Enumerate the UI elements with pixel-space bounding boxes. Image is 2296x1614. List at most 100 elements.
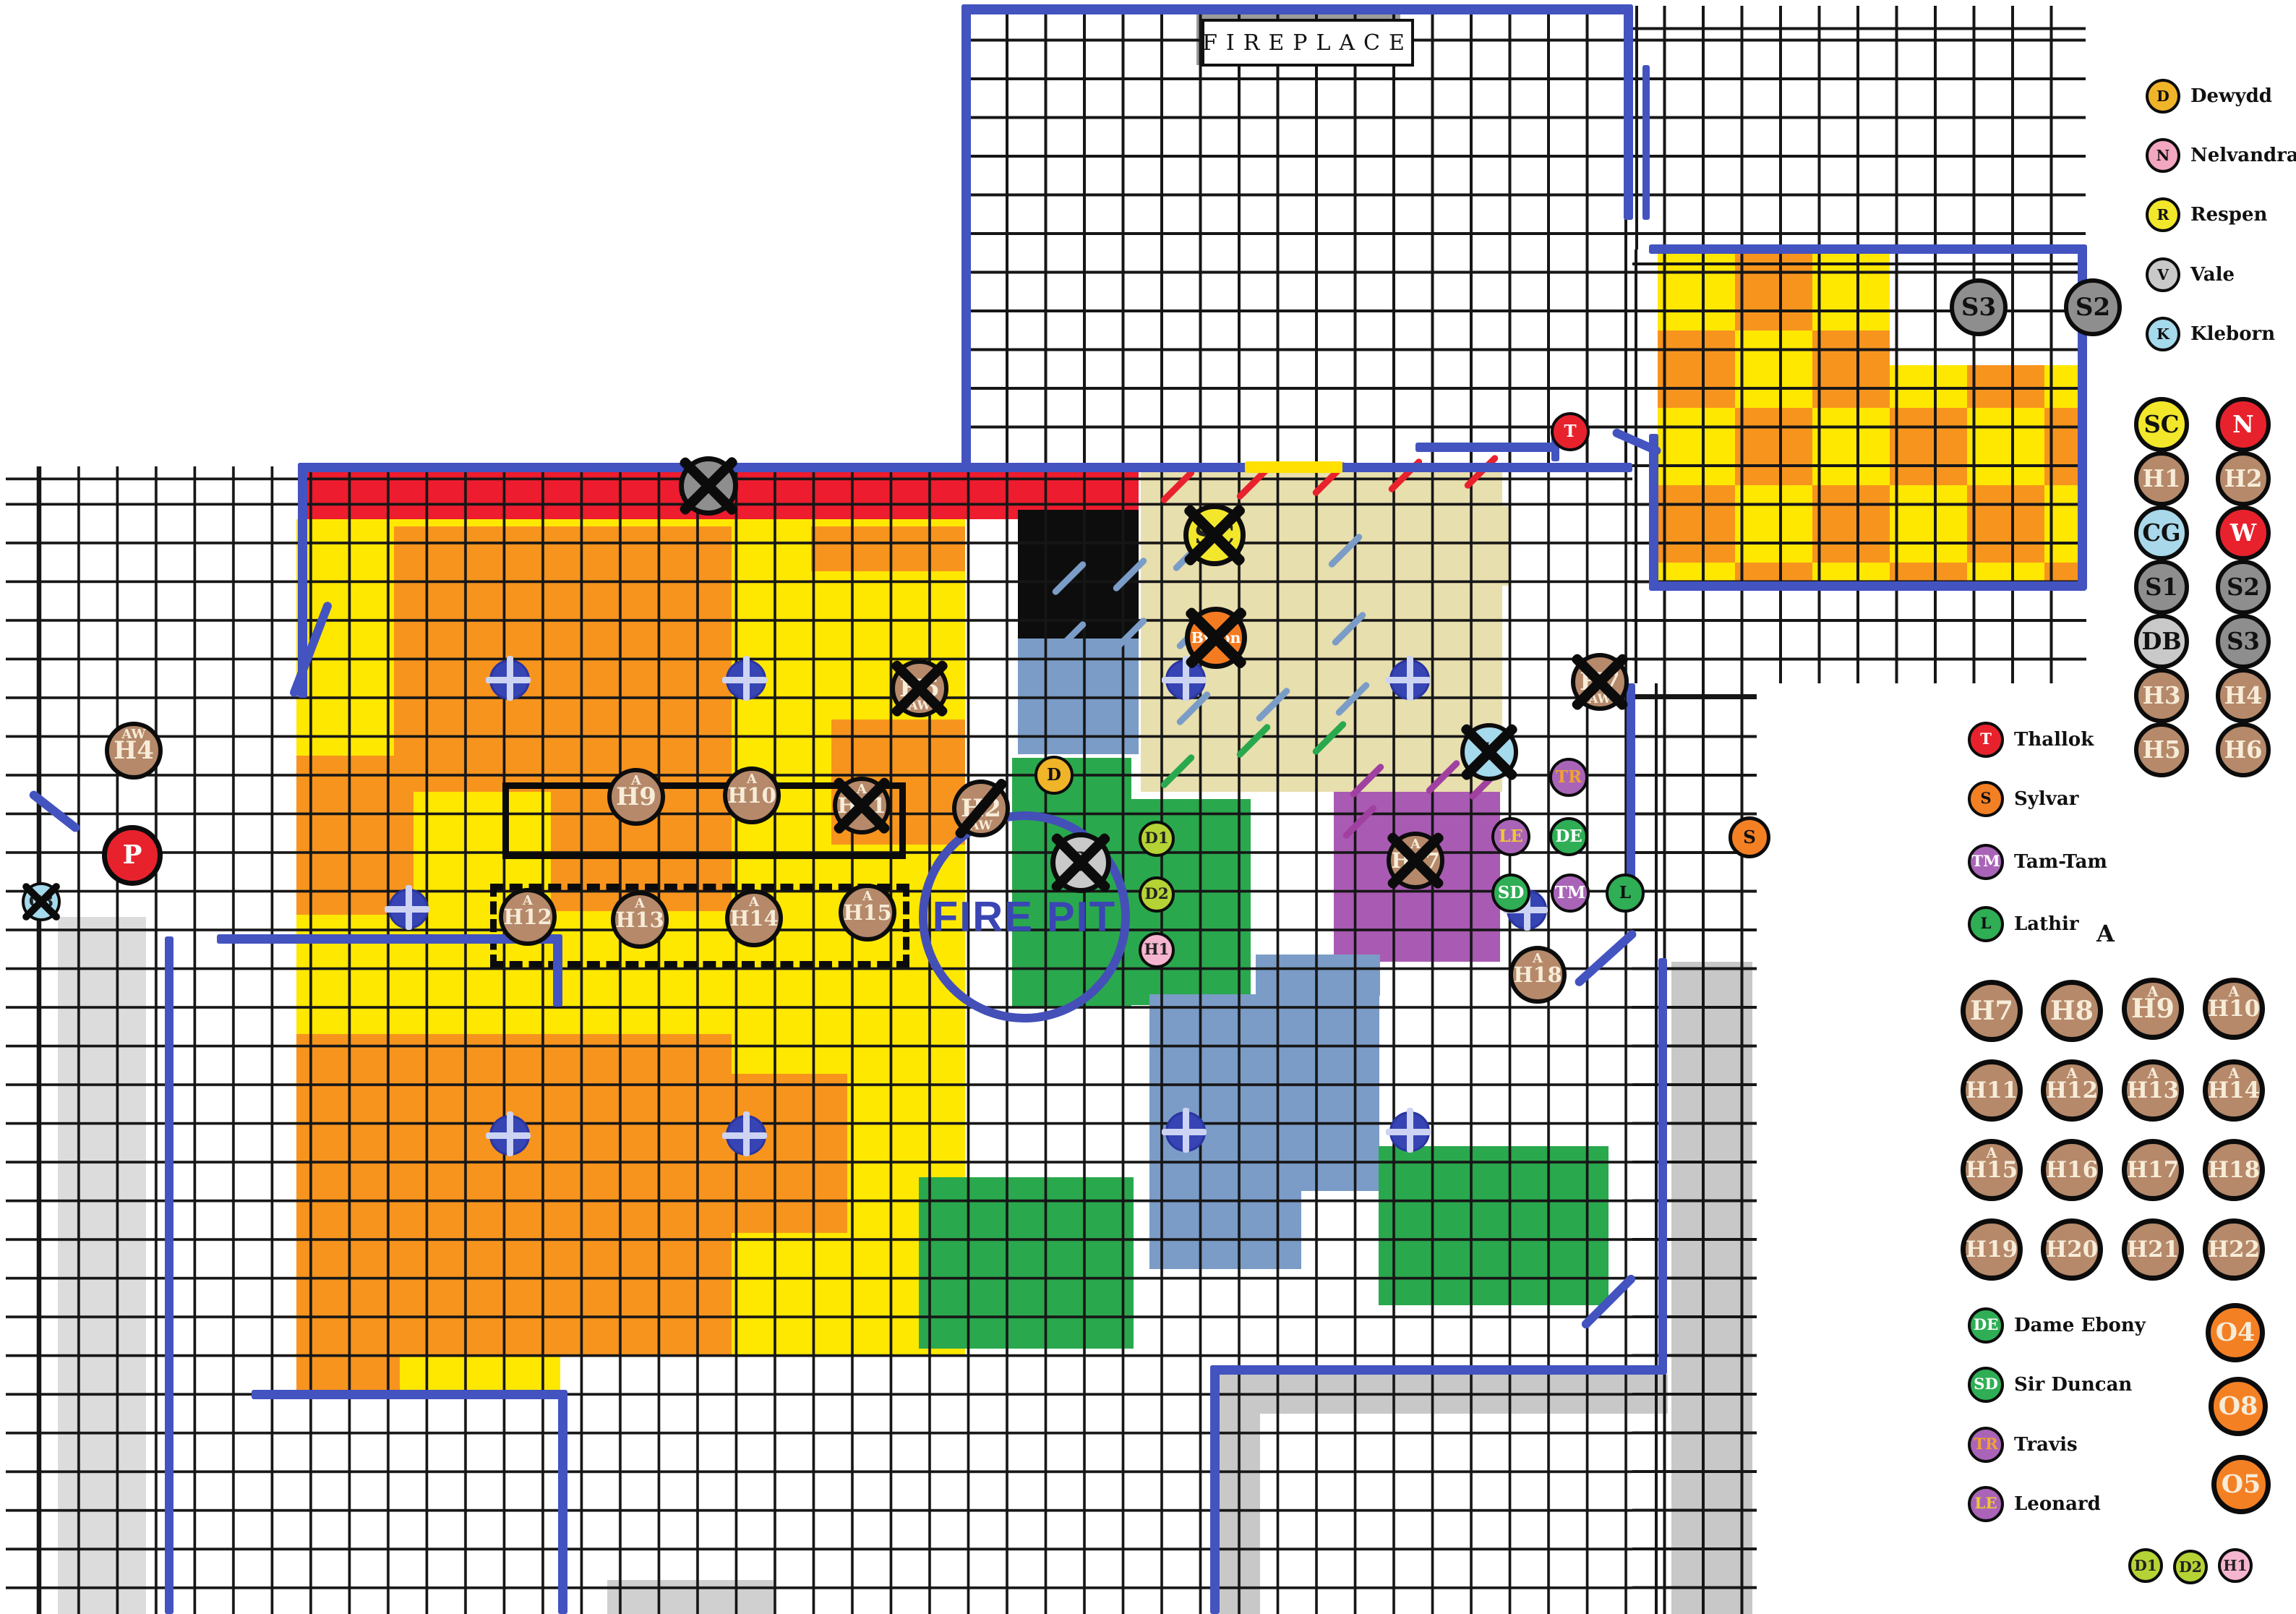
orange-patch xyxy=(296,1034,732,1356)
token-travis[interactable]: TR xyxy=(1549,758,1588,797)
token-h18[interactable]: H18 xyxy=(2203,1139,2265,1201)
token-h1-mini[interactable]: H1 xyxy=(1139,932,1175,968)
pillar-marker xyxy=(1162,656,1207,701)
token-w[interactable]: W xyxy=(2216,505,2271,560)
legend-label: Sir Duncan xyxy=(2014,1374,2133,1396)
gray-col-right xyxy=(1671,962,1752,1614)
token-tam-tam[interactable]: TM xyxy=(1551,874,1590,913)
token-lathir[interactable]: L xyxy=(1606,874,1645,913)
token-k[interactable]: K xyxy=(2146,317,2180,351)
token-h2-aw-downed[interactable]: H2AW xyxy=(952,777,1010,840)
token-le[interactable]: LE xyxy=(1968,1486,2004,1522)
token-dame-ebony[interactable]: DE xyxy=(1549,817,1588,856)
token-sc[interactable]: SC xyxy=(2134,397,2189,452)
legend-label: Vale xyxy=(2190,264,2235,286)
token-h21[interactable]: H21 xyxy=(2122,1218,2184,1281)
token-h11-downed[interactable]: H11A xyxy=(832,776,891,835)
door-diagonal[interactable] xyxy=(27,789,82,834)
token-d1[interactable]: D1 xyxy=(2128,1548,2163,1583)
token-t[interactable]: T xyxy=(1968,722,2004,758)
token-h22[interactable]: H22 xyxy=(2203,1218,2265,1281)
grid-region xyxy=(961,6,1632,466)
token-h1[interactable]: H1 xyxy=(2218,1548,2253,1583)
token-h4[interactable]: H4 xyxy=(2216,668,2271,723)
token-s2[interactable]: S2 xyxy=(2216,560,2271,615)
token-sc-downed[interactable]: SC xyxy=(1183,503,1246,567)
legend-item-sir-duncan: SD Sir Duncan xyxy=(1968,1367,2132,1403)
token-n[interactable]: N xyxy=(2216,397,2271,452)
token-s3-map[interactable]: S3 xyxy=(1950,278,2008,336)
token-s3-downed[interactable]: 3 xyxy=(1050,832,1112,894)
token-h7-aw-downed[interactable]: H7AW xyxy=(1570,652,1629,712)
token-sd[interactable]: SD xyxy=(1968,1367,2004,1403)
token-sylvar[interactable]: S xyxy=(1729,816,1770,858)
token-sir-duncan[interactable]: SD xyxy=(1491,874,1530,913)
token-c3-downed[interactable]: C3 xyxy=(21,881,61,922)
token-label: N xyxy=(2232,410,2254,438)
token-v[interactable]: V xyxy=(2146,257,2180,292)
token-l[interactable]: L xyxy=(1968,906,2004,942)
token-h19[interactable]: H19 xyxy=(1961,1218,2023,1281)
token-label: D2 xyxy=(2179,1558,2202,1576)
token-byron-downed[interactable]: Byron xyxy=(1184,606,1248,670)
token-h17-downed[interactable]: H17A xyxy=(1386,831,1445,890)
token-p[interactable]: P xyxy=(102,825,163,886)
token-h17[interactable]: H17 xyxy=(2122,1139,2184,1201)
token-db[interactable]: DB xyxy=(2134,614,2189,669)
token-h20[interactable]: H20 xyxy=(2041,1218,2103,1281)
token-leonard[interactable]: LE xyxy=(1491,817,1530,856)
token-s2-map[interactable]: S2 xyxy=(2064,278,2122,336)
token-h8[interactable]: H8 xyxy=(2041,980,2103,1042)
token-h11[interactable]: H11 xyxy=(1961,1059,2023,1122)
token-o4[interactable]: O4 xyxy=(2206,1303,2265,1362)
token-kleborn-downed[interactable]: K xyxy=(1460,722,1519,782)
token-label: O4 xyxy=(2215,1317,2256,1347)
token-h7[interactable]: H7 xyxy=(1961,980,2023,1042)
token-d2[interactable]: D2 xyxy=(1139,876,1175,913)
token-h6[interactable]: H6 xyxy=(2216,722,2271,777)
token-s1[interactable]: S1 xyxy=(2134,560,2189,615)
pillar-marker xyxy=(385,885,429,930)
door-diagonal[interactable] xyxy=(1573,928,1638,989)
token-thallok[interactable]: T xyxy=(1551,412,1590,451)
token-r[interactable]: R xyxy=(2146,197,2180,232)
token-o5[interactable]: O5 xyxy=(2211,1455,2271,1514)
green-cells-sw xyxy=(919,1177,1134,1349)
token-d1[interactable]: D1 xyxy=(1139,821,1175,857)
token-h3[interactable]: H3 xyxy=(2134,668,2189,723)
token-d[interactable]: D xyxy=(1035,756,1074,795)
token-n[interactable]: N xyxy=(2146,138,2180,173)
token-cg[interactable]: CG xyxy=(2134,505,2189,560)
token-h1[interactable]: H1 xyxy=(2134,451,2189,506)
gray-col-se xyxy=(1220,1414,1260,1614)
token-o8[interactable]: O8 xyxy=(2209,1377,2268,1436)
token-s[interactable]: S xyxy=(1968,781,2004,817)
token-tm[interactable]: TM xyxy=(1968,844,2004,880)
token-h5-aw-downed[interactable]: H5AW xyxy=(890,659,949,718)
token-s1-downed[interactable] xyxy=(678,456,739,516)
token-label: H16 xyxy=(2045,1156,2099,1183)
token-h2[interactable]: H2 xyxy=(2216,451,2271,506)
token-s3[interactable]: S3 xyxy=(2216,614,2271,669)
token-d2[interactable]: D2 xyxy=(2173,1550,2208,1584)
token-label: H14 xyxy=(2207,1077,2261,1103)
token-de[interactable]: DE xyxy=(1968,1307,2004,1344)
token-d[interactable]: D xyxy=(2146,79,2180,114)
token-h16[interactable]: H16 xyxy=(2041,1139,2103,1201)
token-tr[interactable]: TR xyxy=(1968,1427,2004,1463)
token-h5[interactable]: H5 xyxy=(2134,722,2189,777)
